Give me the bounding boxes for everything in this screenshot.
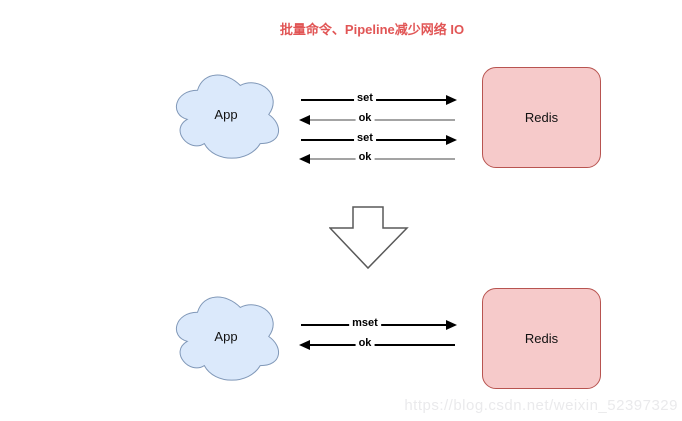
message-arrow-ok-1: ok: [299, 111, 456, 125]
arrowhead-right-icon: [446, 95, 457, 105]
app-cloud-top: App: [169, 66, 283, 163]
message-arrow-mset: mset: [300, 316, 457, 330]
redis-box-top: Redis: [482, 67, 601, 168]
arrow-line: [301, 157, 455, 160]
message-label: ok: [355, 111, 375, 125]
app-cloud-bottom: App: [169, 288, 283, 385]
cloud-shape-icon: [169, 66, 283, 163]
message-label: ok: [355, 336, 375, 350]
message-label: ok: [355, 150, 375, 164]
message-arrow-set-2: set: [300, 131, 457, 145]
arrow-line: [301, 139, 455, 141]
redis-label-top: Redis: [524, 110, 559, 125]
transition-down-arrow-icon: [329, 204, 409, 270]
arrow-line: [301, 344, 455, 346]
redis-label-bottom: Redis: [524, 331, 559, 346]
redis-box-bottom: Redis: [482, 288, 601, 389]
arrowhead-right-icon: [446, 135, 457, 145]
csdn-watermark: https://blog.csdn.net/weixin_52397329: [404, 397, 678, 414]
message-label: set: [354, 131, 376, 145]
message-label: set: [354, 91, 376, 105]
cloud-shape-icon: [169, 288, 283, 385]
arrowhead-left-icon: [299, 115, 310, 125]
arrow-line: [301, 118, 455, 121]
message-label: mset: [349, 316, 381, 330]
app-label-top: App: [214, 107, 238, 122]
arrowhead-right-icon: [446, 320, 457, 330]
app-label-bottom: App: [214, 329, 238, 344]
message-arrow-ok-2: ok: [299, 150, 456, 164]
diagram-title: 批量命令、Pipeline减少网络 IO: [279, 22, 465, 37]
message-arrow-ok-3: ok: [299, 336, 456, 350]
arrowhead-left-icon: [299, 340, 310, 350]
arrowhead-left-icon: [299, 154, 310, 164]
arrow-line: [301, 99, 455, 101]
message-arrow-set-1: set: [300, 91, 457, 105]
